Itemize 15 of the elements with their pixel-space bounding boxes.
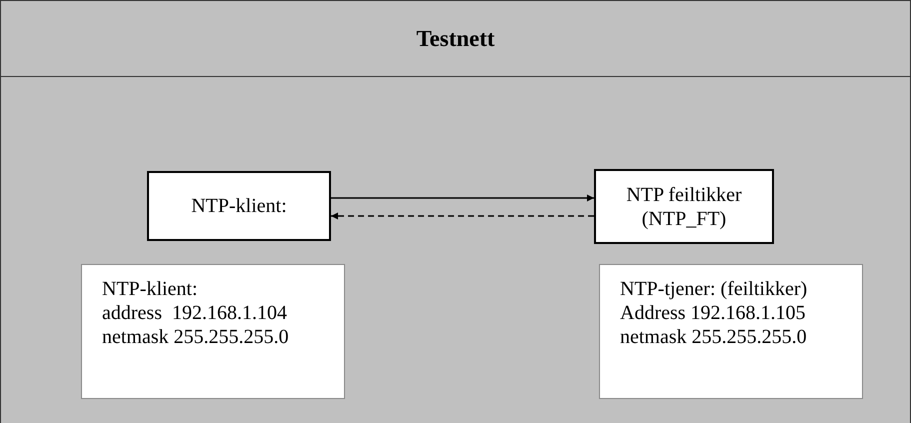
info-text: NTP-tjener: (feiltikker)	[620, 277, 808, 301]
node-label: NTP-klient:	[190, 194, 288, 218]
arrow	[331, 212, 594, 220]
info-text: NTP-klient:	[102, 277, 199, 301]
info-text: netmask 255.255.255.0	[102, 325, 290, 349]
arrow	[331, 194, 594, 202]
info-box	[599, 264, 863, 399]
info-text: Address 192.168.1.105	[620, 301, 807, 325]
info-box	[81, 264, 345, 399]
info-text: netmask 255.255.255.0	[620, 325, 808, 349]
process-box	[147, 171, 331, 241]
info-text: address 192.168.1.104	[102, 301, 288, 325]
frame-heading: Testnett	[416, 26, 495, 52]
process-box	[594, 169, 774, 244]
node-label: NTP feiltikker (NTP_FT)	[625, 182, 743, 230]
